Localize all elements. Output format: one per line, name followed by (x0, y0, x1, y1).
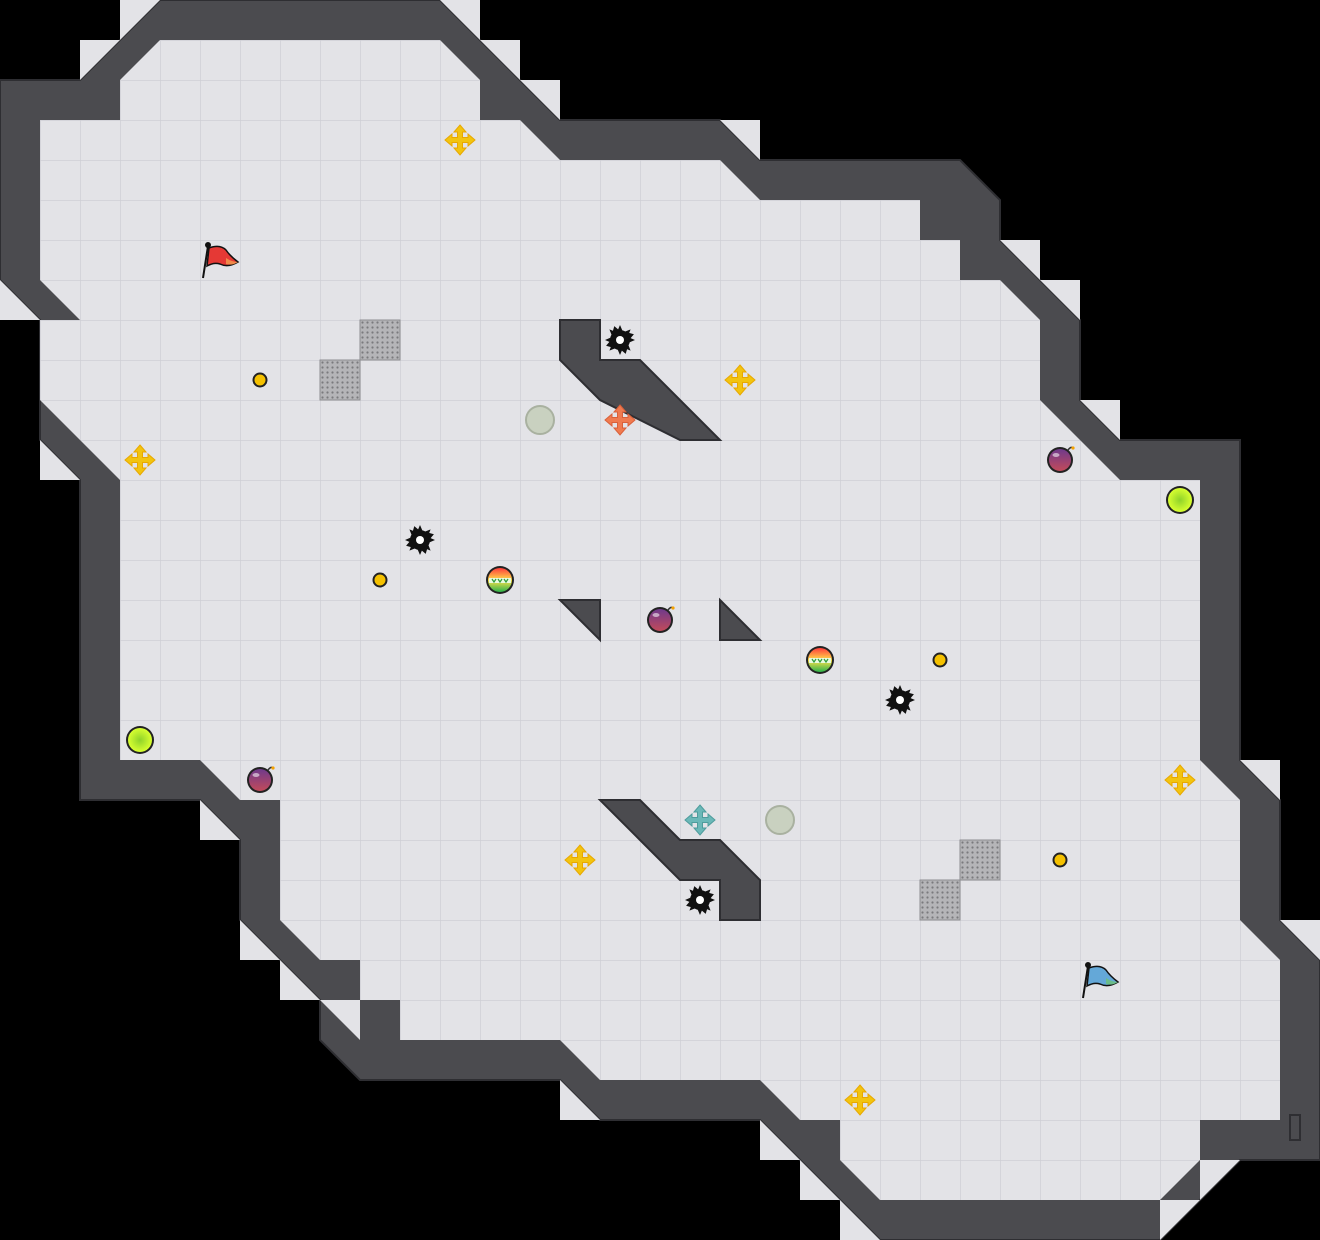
inner-walls (557, 319, 1301, 1141)
gate-icon (525, 405, 555, 435)
blue-flag-icon (1082, 962, 1120, 999)
spike-icon (885, 685, 915, 715)
team-tile-icon (359, 319, 401, 361)
team-tiles (319, 319, 1001, 921)
pellet-icon (252, 372, 268, 388)
pellet-icon (1052, 852, 1068, 868)
pellet-icon (932, 652, 948, 668)
red-flag-icon (202, 242, 240, 279)
team-tile-icon (959, 839, 1001, 881)
portal-icon (126, 726, 154, 754)
spike-icon (685, 885, 715, 915)
spike-icon (605, 325, 635, 355)
powerup-icon (805, 645, 835, 675)
team-tile-icon (319, 359, 361, 401)
spike-icon (405, 525, 435, 555)
gate-icon (765, 805, 795, 835)
portal-icon (1166, 486, 1194, 514)
pellet-icon (372, 572, 388, 588)
powerup-icon (485, 565, 515, 595)
team-tile-icon (919, 879, 961, 921)
